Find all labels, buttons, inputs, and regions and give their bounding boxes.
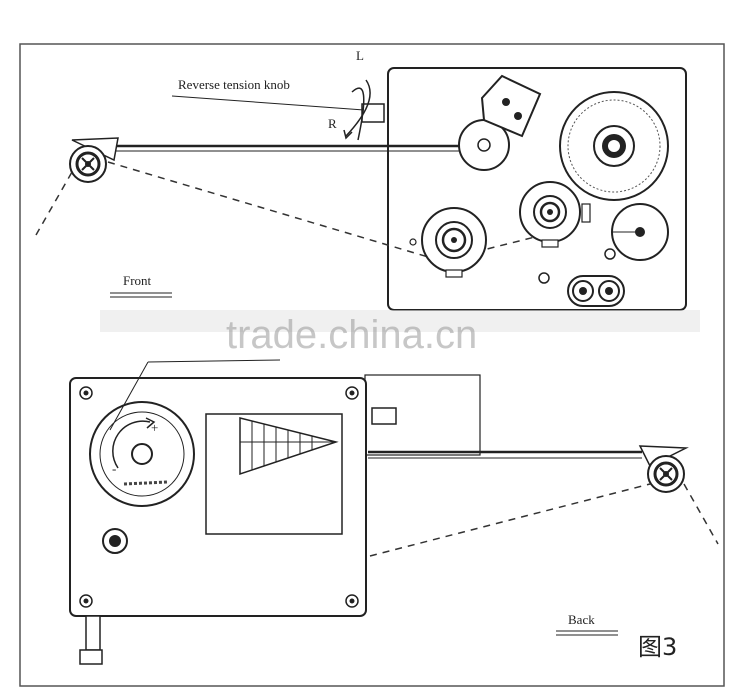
- back-view-panel: Reverse tension knob L R: [35, 48, 687, 311]
- reverse-tension-knob: [343, 79, 385, 141]
- middle-roller: [519, 181, 591, 248]
- dial-minus-mark: -: [112, 461, 116, 476]
- outer-frame: [19, 43, 725, 687]
- wire-path-top-2: [107, 161, 446, 263]
- arm-guide-wheel-top: [69, 137, 119, 183]
- wire-path-top: [35, 171, 73, 236]
- mounting-post: [79, 615, 103, 665]
- large-gear: [559, 91, 669, 201]
- knob-label: Reverse tension knob: [178, 77, 290, 92]
- small-hole-mid: [538, 272, 550, 284]
- dial-leader-line: [109, 361, 149, 431]
- left-direction-mark: L: [356, 48, 364, 63]
- knob-leader-line: [171, 95, 365, 111]
- corner-screws: [79, 386, 359, 608]
- small-hole-left: [409, 238, 417, 246]
- figure-label: 图3: [638, 633, 677, 661]
- left-roller: [421, 207, 487, 278]
- right-direction-mark: R: [328, 116, 337, 131]
- arm-pulley: [458, 119, 510, 171]
- small-screw: [604, 248, 616, 260]
- wire-path-bottom: [369, 483, 651, 557]
- front-view-panel: + -: [69, 359, 719, 665]
- watermark-band: [100, 310, 700, 332]
- right-wheel: [611, 203, 669, 261]
- side-knob: [371, 407, 397, 425]
- arm-guide-wheel-bottom: [638, 445, 689, 493]
- dial-plus-mark: +: [151, 420, 158, 435]
- tension-gauge-window: [205, 413, 343, 535]
- bracket-block: [480, 74, 542, 138]
- back-label: Back: [568, 612, 595, 627]
- wire-path-bottom-2: [683, 483, 719, 545]
- twin-rollers: [567, 275, 625, 307]
- front-label: Front: [123, 273, 152, 288]
- dial-leader-line-2: [147, 359, 281, 363]
- small-adjust-knob: [102, 528, 128, 554]
- tension-dial: + -: [89, 401, 195, 507]
- watermark: trade.china.cn: [226, 313, 477, 357]
